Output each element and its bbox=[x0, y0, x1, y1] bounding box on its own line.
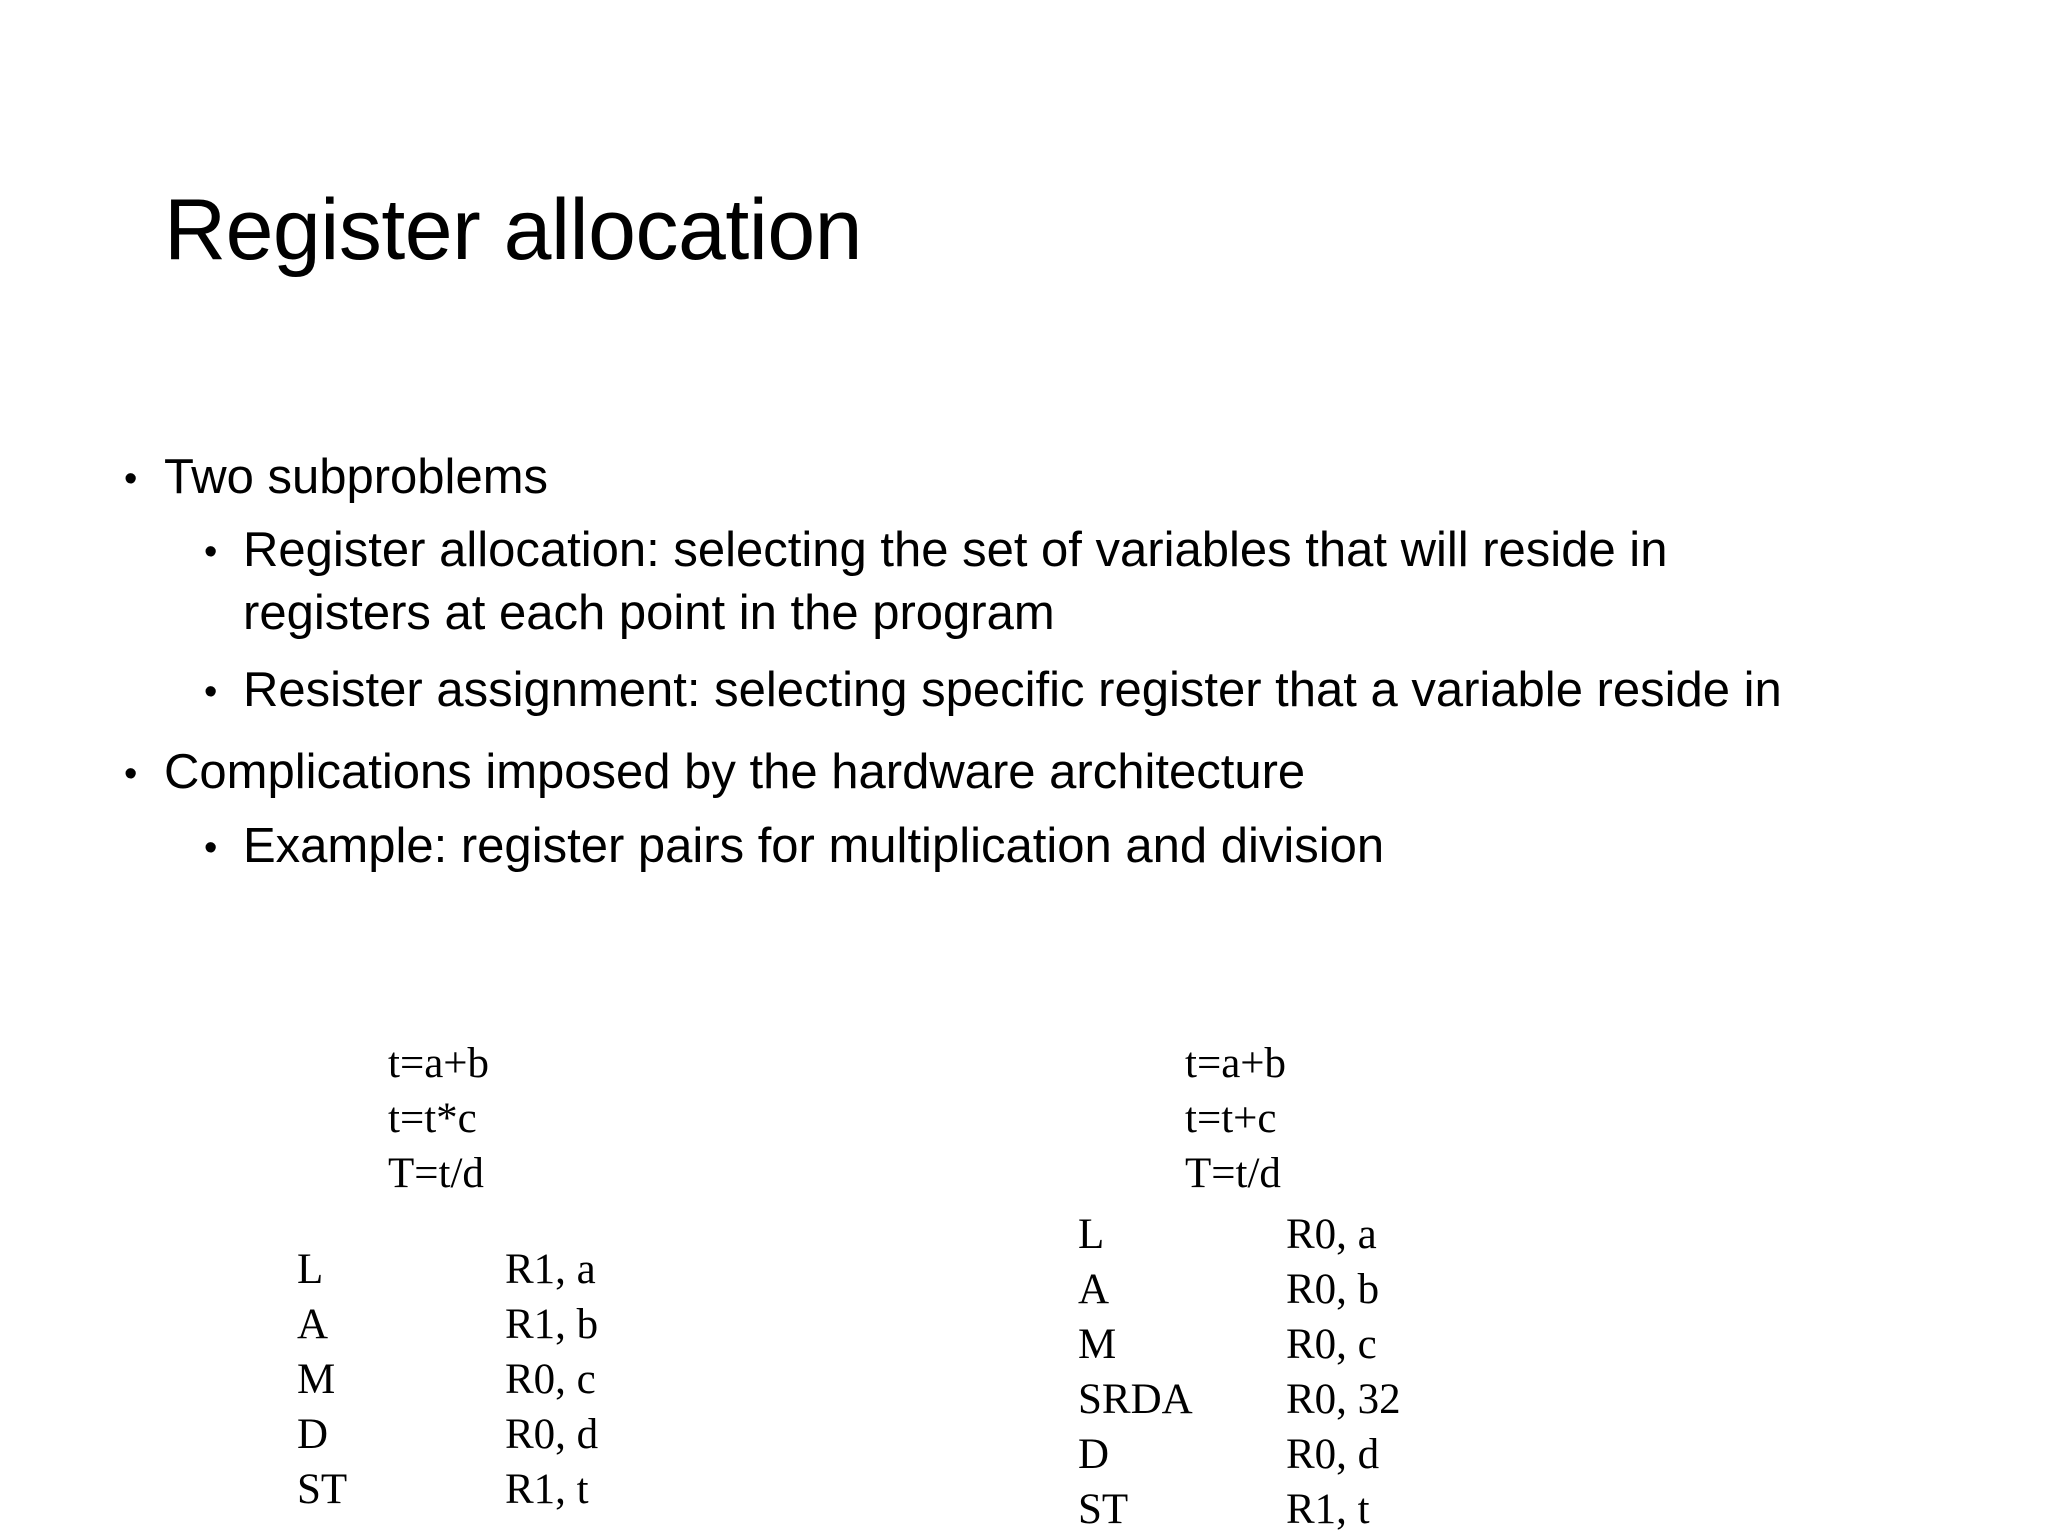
asm-args: R0, a bbox=[1286, 1211, 1377, 1258]
asm-args: R1, t bbox=[1286, 1486, 1370, 1533]
source-line: t=t+c bbox=[1185, 1095, 1277, 1142]
asm-op: SRDA bbox=[1078, 1376, 1193, 1423]
sub-bullet-item: Register allocation: selecting the set o… bbox=[243, 523, 1668, 577]
asm-op: ST bbox=[297, 1466, 348, 1513]
asm-op: A bbox=[1078, 1266, 1110, 1313]
sub-bullet-item: Example: register pairs for multiplicati… bbox=[243, 819, 1385, 873]
sub-bullet-dot: • bbox=[204, 827, 218, 869]
asm-op: L bbox=[1078, 1211, 1105, 1258]
asm-args: R1, t bbox=[505, 1466, 589, 1513]
asm-args: R0, c bbox=[505, 1356, 596, 1403]
sub-bullet-item-continuation: registers at each point in the program bbox=[243, 586, 1055, 640]
asm-op: ST bbox=[1078, 1486, 1129, 1533]
bullet-dot: • bbox=[124, 458, 138, 500]
slide-title: Register allocation bbox=[164, 182, 862, 278]
source-line: t=a+b bbox=[388, 1040, 490, 1087]
asm-args: R0, d bbox=[505, 1411, 599, 1458]
asm-args: R0, d bbox=[1286, 1431, 1380, 1478]
bullet-item: Two subproblems bbox=[164, 450, 549, 504]
asm-op: M bbox=[1078, 1321, 1117, 1368]
asm-args: R0, c bbox=[1286, 1321, 1377, 1368]
bullet-dot: • bbox=[124, 753, 138, 795]
asm-op: M bbox=[297, 1356, 336, 1403]
bullet-item: Complications imposed by the hardware ar… bbox=[164, 745, 1306, 799]
asm-op: L bbox=[297, 1246, 324, 1293]
asm-args: R0, 32 bbox=[1286, 1376, 1401, 1423]
asm-args: R1, a bbox=[505, 1246, 596, 1293]
source-line: T=t/d bbox=[1185, 1150, 1281, 1197]
asm-op: D bbox=[297, 1411, 329, 1458]
asm-op: D bbox=[1078, 1431, 1110, 1478]
sub-bullet-item: Resister assignment: selecting specific … bbox=[243, 663, 1782, 717]
source-line: t=a+b bbox=[1185, 1040, 1287, 1087]
asm-op: A bbox=[297, 1301, 329, 1348]
sub-bullet-dot: • bbox=[204, 671, 218, 713]
source-line: T=t/d bbox=[388, 1150, 484, 1197]
asm-args: R1, b bbox=[505, 1301, 599, 1348]
source-line: t=t*c bbox=[388, 1095, 477, 1142]
asm-args: R0, b bbox=[1286, 1266, 1380, 1313]
sub-bullet-dot: • bbox=[204, 531, 218, 573]
